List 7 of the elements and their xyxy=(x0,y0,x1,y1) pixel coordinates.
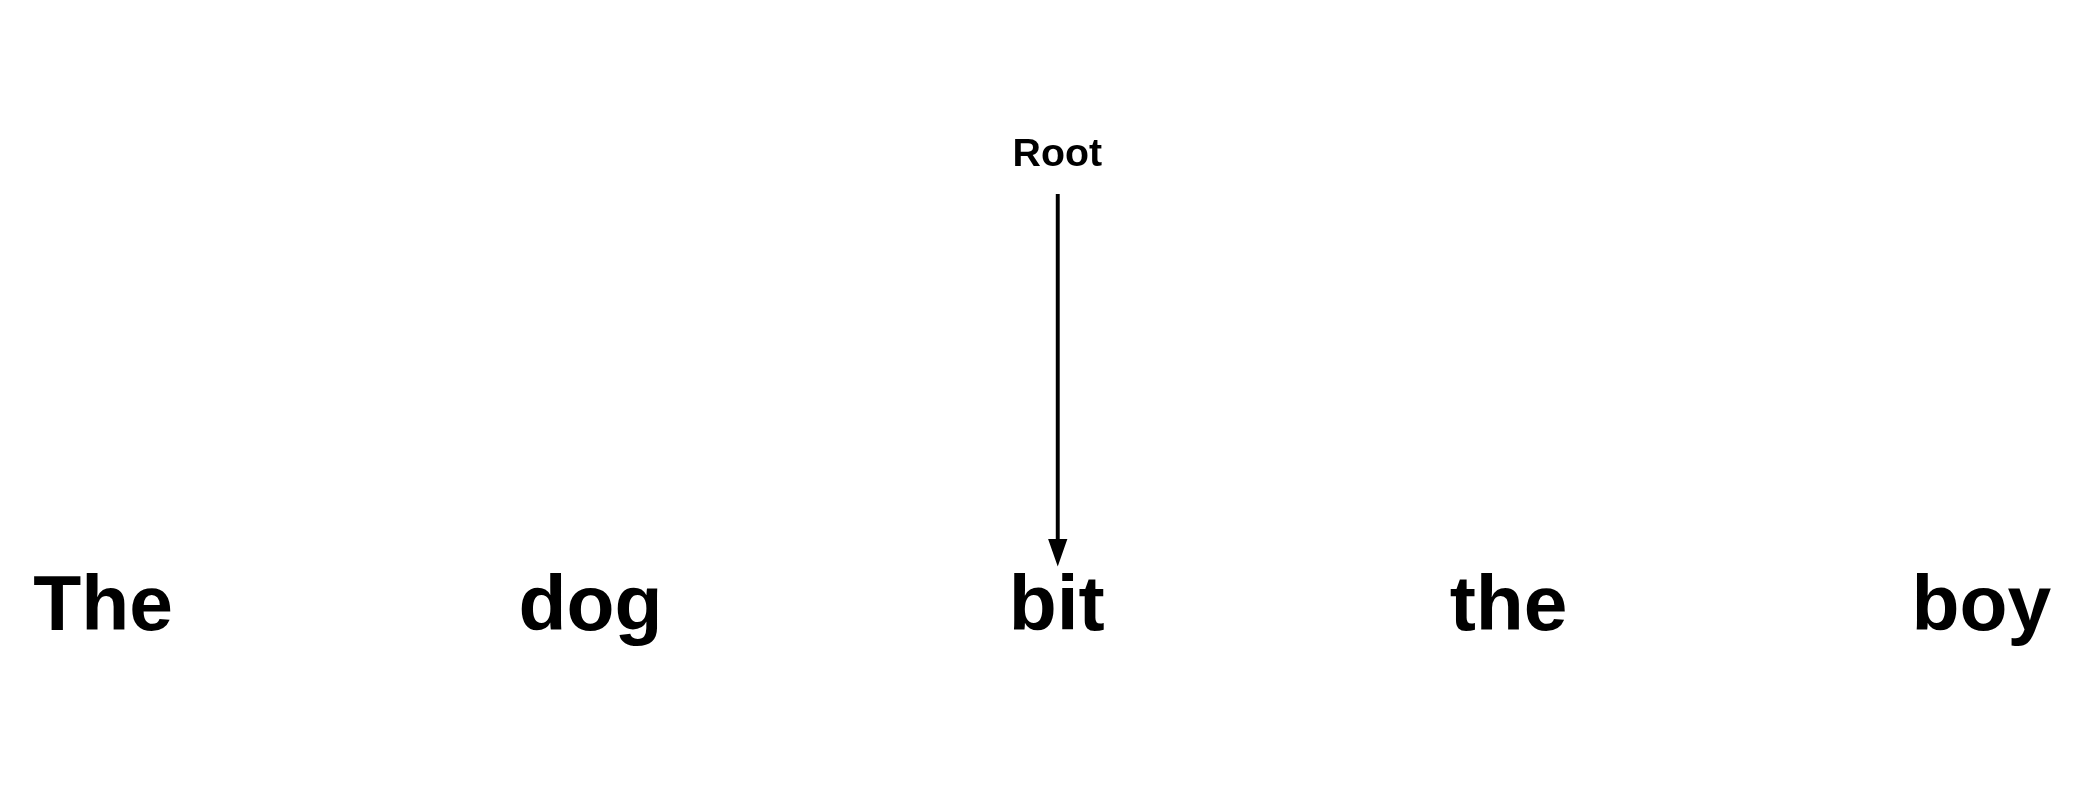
node-text: dog xyxy=(518,558,663,647)
node-text: the xyxy=(1449,558,1568,647)
node-text: Root xyxy=(1012,130,1103,175)
node-text: boy xyxy=(1911,558,2052,647)
node-text: The xyxy=(33,558,173,647)
node-text: bit xyxy=(1008,558,1105,647)
arrow xyxy=(1048,194,1068,567)
